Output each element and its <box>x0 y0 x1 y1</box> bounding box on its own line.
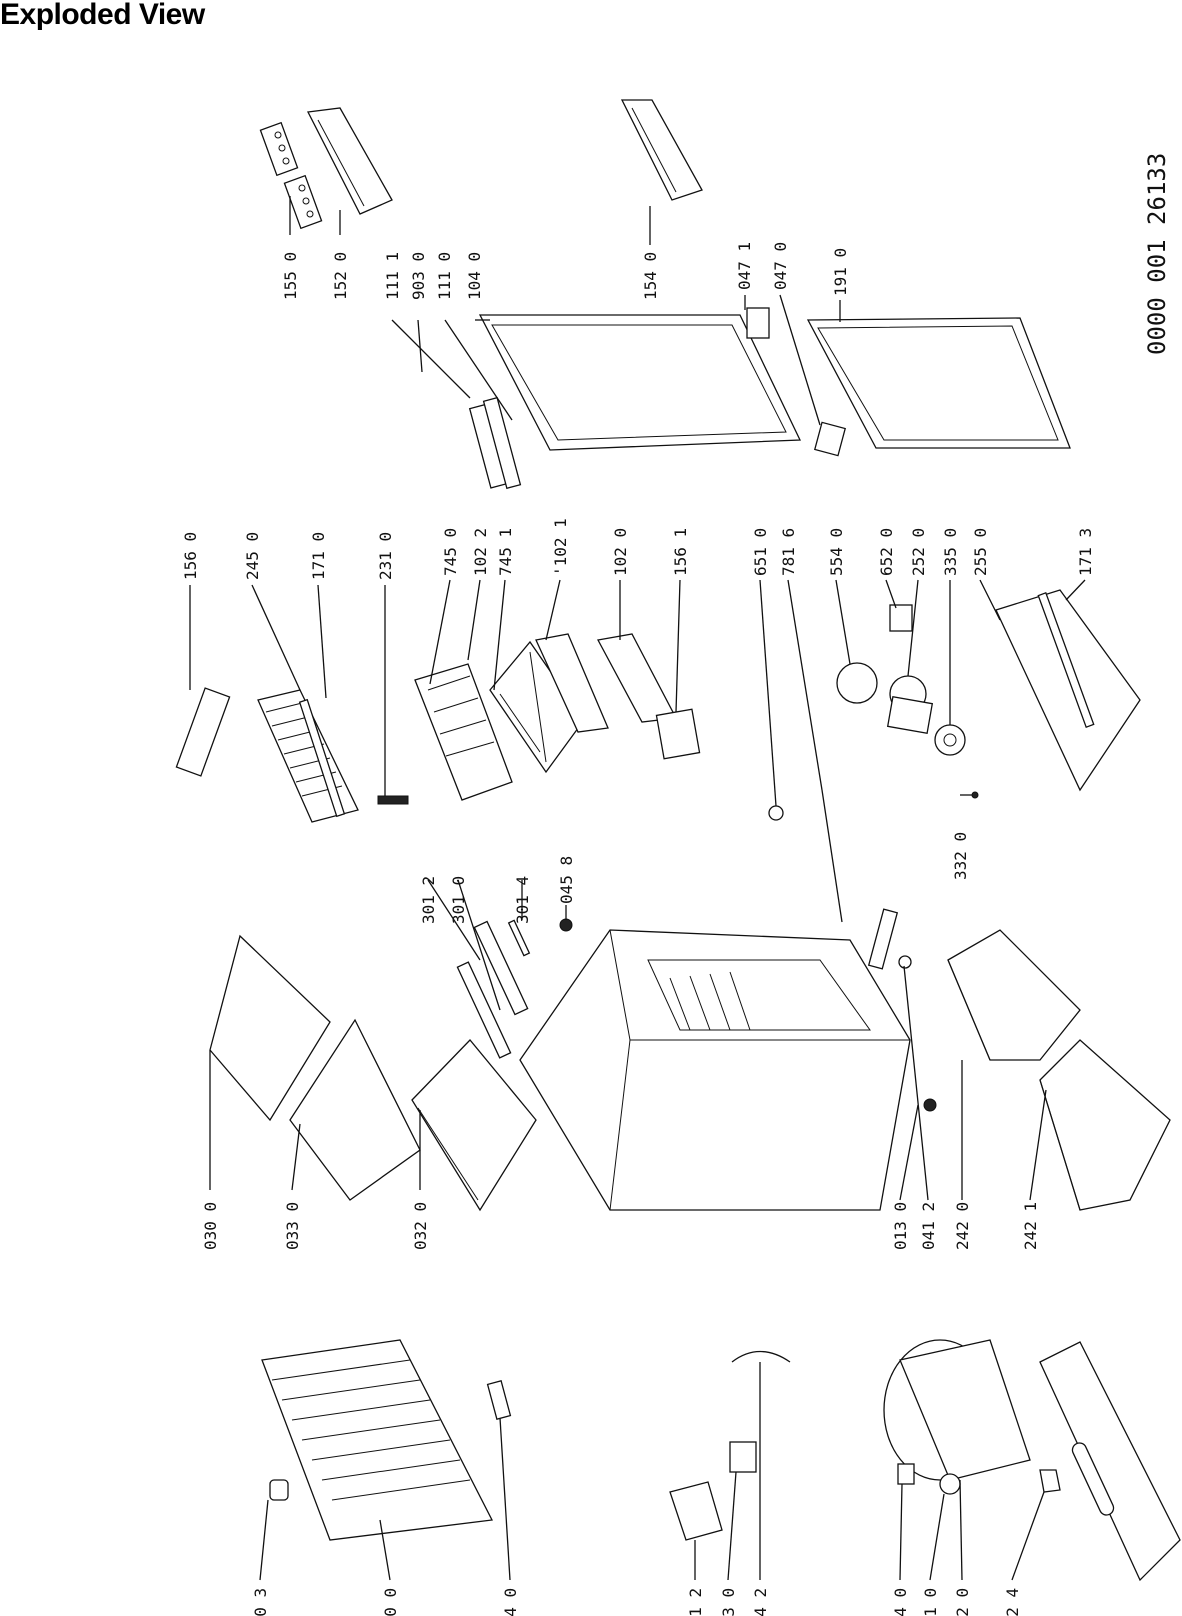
part-label: 245 0 <box>243 532 262 580</box>
part-label: 242 1 <box>1021 1202 1040 1250</box>
part-label: 651 0 <box>751 528 770 576</box>
part-label: 231 0 <box>376 532 395 580</box>
strips-301 <box>456 919 531 1059</box>
door-gasket-191 <box>806 317 1071 449</box>
part-label: 045 8 <box>557 856 576 904</box>
part-label: 332 0 <box>951 832 970 880</box>
part-label: 402 0 <box>953 1588 972 1616</box>
part-label: 493 0 <box>719 1588 738 1616</box>
compressor-402 <box>883 1339 1061 1495</box>
part-label: 554 0 <box>827 528 846 576</box>
part-label: 033 0 <box>283 1202 302 1250</box>
part-label: 191 0 <box>831 248 850 296</box>
part-label: 156 1 <box>671 528 690 576</box>
flap-102-1 <box>535 633 609 733</box>
part-label: 102 0 <box>611 528 630 576</box>
part-label: 740 0 <box>381 1588 400 1616</box>
drawing-number: 0000 001 26133 <box>1143 153 1171 355</box>
part-label: 561 2 <box>686 1588 705 1616</box>
door-rack-154 <box>620 99 703 201</box>
part-label: 171 0 <box>309 532 328 580</box>
part-label: 013 0 <box>891 1202 910 1250</box>
part-label: 740 3 <box>251 1588 270 1616</box>
part-label: 301 2 <box>419 876 438 924</box>
bracket-231 <box>377 795 409 805</box>
glass-shelf-255 <box>995 589 1141 792</box>
part-label: 745 0 <box>441 528 460 576</box>
page-title: Exploded View <box>0 0 205 31</box>
part-label: 171 3 <box>1076 528 1095 576</box>
egg-tray-155 <box>259 121 323 230</box>
shelf-strip-171-3 <box>1037 592 1095 728</box>
part-label: 903 0 <box>409 252 428 300</box>
handle-111 <box>468 396 522 490</box>
crisper-cover-032 <box>411 1039 537 1212</box>
hinge-047 <box>746 307 847 457</box>
part-label: 614 0 <box>891 1588 910 1616</box>
flap-102-0 <box>597 633 678 723</box>
relay-561-2 <box>669 1481 723 1541</box>
drip-tray-745-1 <box>489 640 585 774</box>
part-labels: 155 0 152 0 111 1 903 0 111 0 104 0 154 … <box>181 242 1095 1616</box>
part-label: 335 0 <box>941 528 960 576</box>
part-label: 402 4 <box>1003 1588 1022 1616</box>
drier-764 <box>486 1380 512 1420</box>
part-label: 152 0 <box>331 252 350 300</box>
shelf-strip-171 <box>298 698 346 818</box>
part-label: 111 0 <box>435 252 454 300</box>
top-panel-030 <box>209 934 331 1122</box>
part-label: 252 0 <box>909 528 928 576</box>
part-label: 652 0 <box>877 528 896 576</box>
part-label: 104 0 <box>465 252 484 300</box>
part-label: 764 0 <box>501 1588 520 1616</box>
thermostat-parts <box>768 604 979 923</box>
feet-013-041 <box>923 1098 937 1112</box>
crisper-242-0 <box>947 929 1081 1061</box>
cabinet <box>519 929 911 1211</box>
base-plate <box>1039 1341 1181 1582</box>
part-label: 255 0 <box>971 528 990 576</box>
door-liner-104 <box>478 314 802 451</box>
part-label: 155 0 <box>281 252 300 300</box>
leader-lines <box>189 196 1086 1581</box>
hinge-plate <box>867 908 912 970</box>
part-label: 561 0 <box>921 1588 940 1616</box>
condenser-740 <box>261 1339 494 1541</box>
part-label: 154 0 <box>641 252 660 300</box>
part-label: 030 0 <box>201 1202 220 1250</box>
crisper-242-1 <box>1039 1039 1171 1211</box>
part-label: 032 0 <box>411 1202 430 1250</box>
ice-tray-156 <box>175 687 231 777</box>
part-label: 934 2 <box>751 1588 770 1616</box>
part-label: 156 0 <box>181 532 200 580</box>
part-label: 102 2 <box>471 528 490 576</box>
part-label: '102 1 <box>551 518 570 576</box>
part-label: 047 1 <box>735 242 754 290</box>
part-label: 745 1 <box>496 528 515 576</box>
door-rack-152 <box>307 107 393 215</box>
box-156-1 <box>655 708 701 760</box>
part-label: 781 6 <box>779 528 798 576</box>
part-label: 111 1 <box>383 252 402 300</box>
wire-934 <box>731 1350 791 1363</box>
part-label: 242 0 <box>953 1202 972 1250</box>
part-label: 301 0 <box>449 876 468 924</box>
part-label: 041 2 <box>919 1202 938 1250</box>
cover-493 <box>729 1441 757 1473</box>
part-label: 047 0 <box>771 242 790 290</box>
screw-045 <box>559 918 573 932</box>
part-label: 301 4 <box>513 876 532 924</box>
evaporator-745 <box>414 663 513 801</box>
